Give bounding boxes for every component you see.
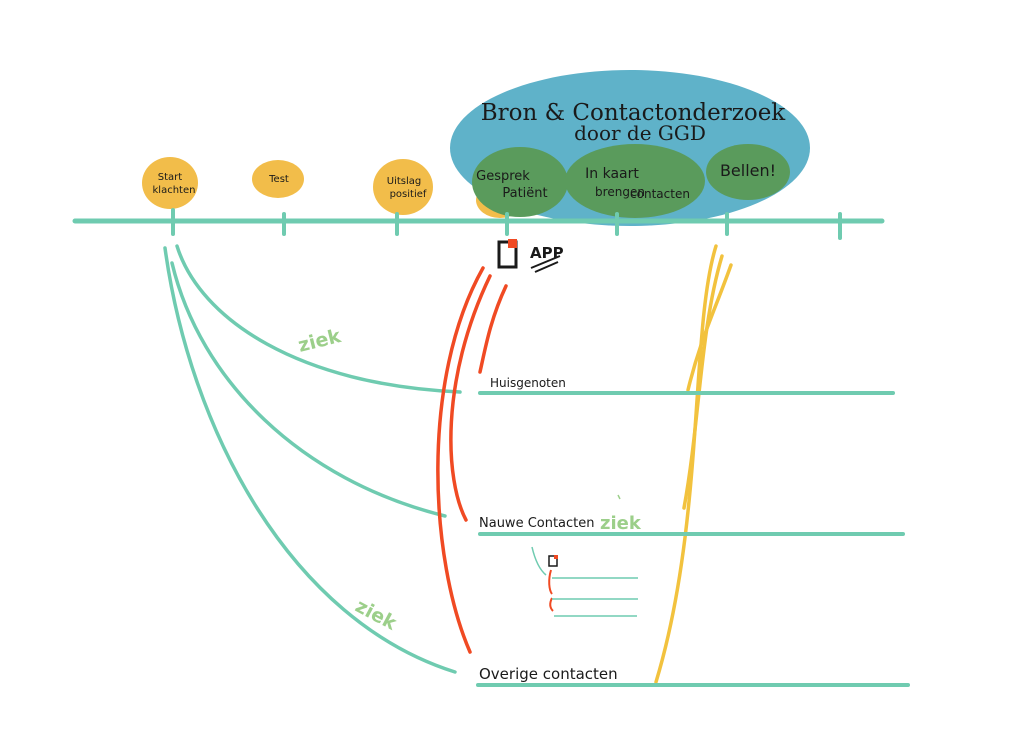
milestone-label-start-1: Start (158, 172, 183, 183)
mini-app-icon (548, 555, 558, 567)
app-label: APP (530, 244, 564, 262)
app-curve (449, 274, 492, 522)
ggd-step-in-kaart-1: In kaart (585, 166, 639, 182)
row-label-huisgenoten: Huisgenoten (490, 376, 566, 390)
ggd-step-in-kaart-3: contacten (630, 187, 690, 201)
ggd-title-line-2: door de GGD (574, 121, 706, 145)
milestone-blob-test (252, 160, 304, 198)
curve-to-nauwe (170, 261, 447, 518)
call-curve (654, 244, 718, 684)
row-label-overige: Overige contacten (479, 665, 618, 683)
mini-red-line (548, 569, 554, 612)
ggd-step-gesprek-2: Patiënt (502, 186, 547, 201)
app-curve (478, 284, 508, 374)
ggd-title-line-1: Bron & Contactonderzoek (481, 100, 787, 126)
row-label-nauwe: Nauwe Contacten (479, 516, 595, 531)
call-curve (682, 254, 724, 510)
ggd-step-gesprek-1: Gesprek (476, 169, 530, 184)
call-curve (686, 263, 733, 392)
curve-to-overige (163, 246, 457, 674)
stray-mark (617, 494, 621, 500)
timeline-ticks (171, 208, 842, 240)
milestone-label-uitslag-2: positief (390, 189, 427, 200)
curve-to-huisgenoten (175, 244, 462, 394)
mini-green-curve (531, 546, 547, 576)
app-curve (436, 266, 485, 654)
call-curves (654, 244, 733, 684)
milestone-blob-uitslag (373, 159, 433, 215)
app-curves (436, 266, 508, 654)
milestone-label-start-2: klachten (153, 185, 196, 196)
ziek-label: ziek (352, 595, 401, 635)
ziek-label: ziek (296, 325, 343, 357)
milestone-label-uitslag-1: Uitslag (387, 176, 421, 187)
mini-diagram (531, 546, 638, 617)
ggd-step-blob-bellen (706, 144, 790, 200)
app-icon (497, 239, 518, 269)
ggd-step-blob-gesprek (472, 147, 568, 217)
app-label-underline (530, 255, 561, 273)
ggd-step-in-kaart-2: brengen (595, 185, 645, 199)
ziek-label: ziek (600, 513, 642, 534)
milestone-blob-start-klachten (142, 157, 198, 209)
ggd-step-blob-in-kaart (565, 144, 705, 218)
milestone-label-test: Test (268, 174, 289, 185)
ggd-step-bellen: Bellen! (720, 161, 776, 180)
illness-curves (163, 244, 462, 674)
